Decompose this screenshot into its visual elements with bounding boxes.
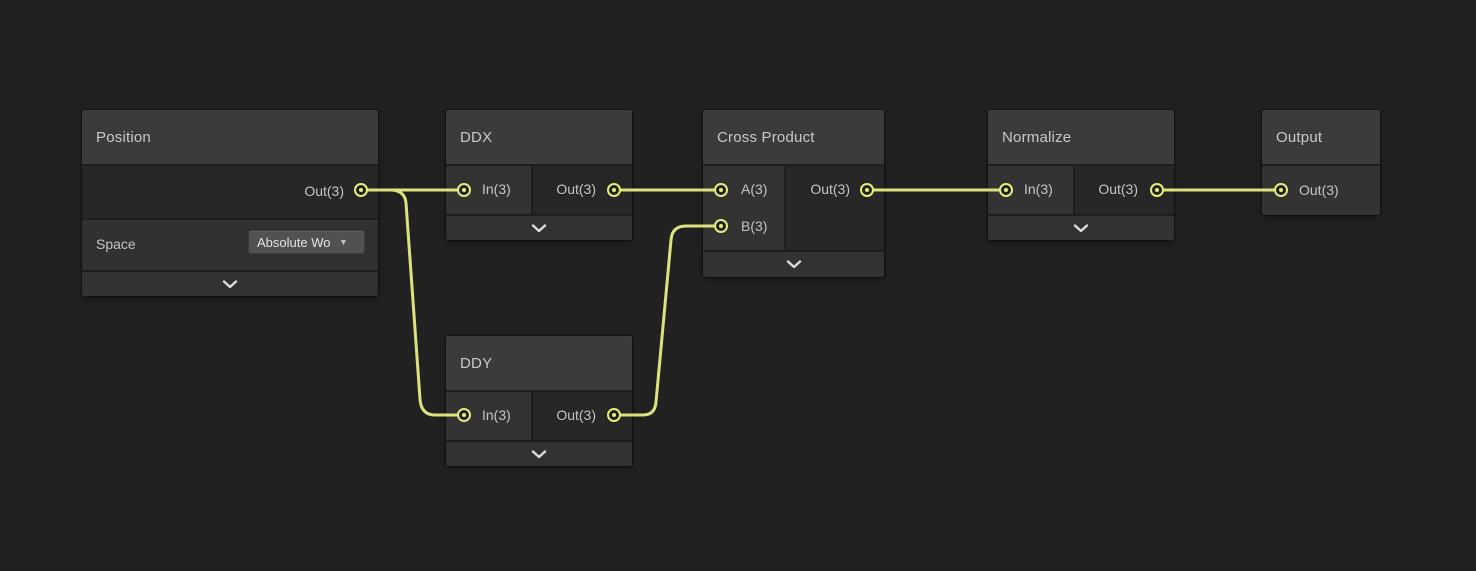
node-title-label: Cross Product: [717, 128, 815, 146]
node-cross-product[interactable]: Cross Product A(3) B(3) Out(3): [703, 110, 884, 277]
node-ddy-collapse-bar[interactable]: [446, 440, 632, 466]
node-title-label: Position: [96, 128, 151, 146]
port-ddx-out[interactable]: [607, 183, 621, 197]
node-title-label: Normalize: [1002, 128, 1072, 146]
port-normalize-in[interactable]: [999, 183, 1013, 197]
dropdown-arrow-icon: ▼: [339, 237, 348, 247]
space-property-label: Space: [96, 236, 136, 252]
node-title-label: DDX: [460, 128, 493, 146]
port-label-out: Out(3): [556, 407, 596, 423]
node-position-collapse-bar[interactable]: [82, 270, 378, 296]
port-label-b: B(3): [741, 218, 768, 234]
port-label-in: In(3): [1024, 181, 1053, 197]
port-cross-a[interactable]: [714, 183, 728, 197]
node-cross-product-collapse-bar[interactable]: [703, 250, 884, 277]
node-cross-product-input-section: [703, 164, 784, 250]
node-ddy-title-bar[interactable]: DDY: [446, 336, 632, 390]
node-ddy[interactable]: DDY In(3) Out(3): [446, 336, 632, 466]
node-ddx[interactable]: DDX In(3) Out(3): [446, 110, 632, 240]
node-normalize-collapse-bar[interactable]: [988, 214, 1174, 240]
node-position[interactable]: Position Out(3) Space Absolute Wo ▼: [82, 110, 378, 296]
node-cross-product-output-section: [784, 164, 884, 250]
node-cross-product-title-bar[interactable]: Cross Product: [703, 110, 884, 164]
collapse-chevron-icon: [531, 449, 547, 458]
port-cross-out[interactable]: [860, 183, 874, 197]
node-output-title-bar[interactable]: Output: [1262, 110, 1380, 164]
node-position-output-section: [82, 164, 378, 218]
port-label-out: Out(3): [556, 181, 596, 197]
port-normalize-out[interactable]: [1150, 183, 1164, 197]
port-label-out: Out(3): [810, 181, 850, 197]
port-label-in: In(3): [482, 181, 511, 197]
collapse-chevron-icon: [531, 223, 547, 232]
node-position-title-bar[interactable]: Position: [82, 110, 378, 164]
port-ddy-in[interactable]: [457, 408, 471, 422]
node-ddx-collapse-bar[interactable]: [446, 214, 632, 240]
node-normalize-title-bar[interactable]: Normalize: [988, 110, 1174, 164]
port-label-a: A(3): [741, 181, 768, 197]
node-output[interactable]: Output Out(3): [1262, 110, 1380, 215]
port-label-in: In(3): [482, 407, 511, 423]
space-dropdown-value: Absolute Wo: [257, 234, 331, 250]
node-ddx-title-bar[interactable]: DDX: [446, 110, 632, 164]
port-output-in[interactable]: [1274, 183, 1288, 197]
port-label-out: Out(3): [1098, 181, 1138, 197]
collapse-chevron-icon: [222, 279, 238, 288]
port-cross-b[interactable]: [714, 219, 728, 233]
port-position-out[interactable]: [354, 183, 368, 197]
node-title-label: Output: [1276, 128, 1323, 146]
port-ddy-out[interactable]: [607, 408, 621, 422]
space-dropdown[interactable]: Absolute Wo ▼: [248, 230, 365, 254]
port-label-out: Out(3): [1299, 182, 1339, 198]
node-normalize[interactable]: Normalize In(3) Out(3): [988, 110, 1174, 240]
collapse-chevron-icon: [1073, 223, 1089, 232]
collapse-chevron-icon: [786, 260, 801, 269]
port-ddx-in[interactable]: [457, 183, 471, 197]
port-label-out: Out(3): [304, 183, 344, 199]
node-title-label: DDY: [460, 354, 493, 372]
